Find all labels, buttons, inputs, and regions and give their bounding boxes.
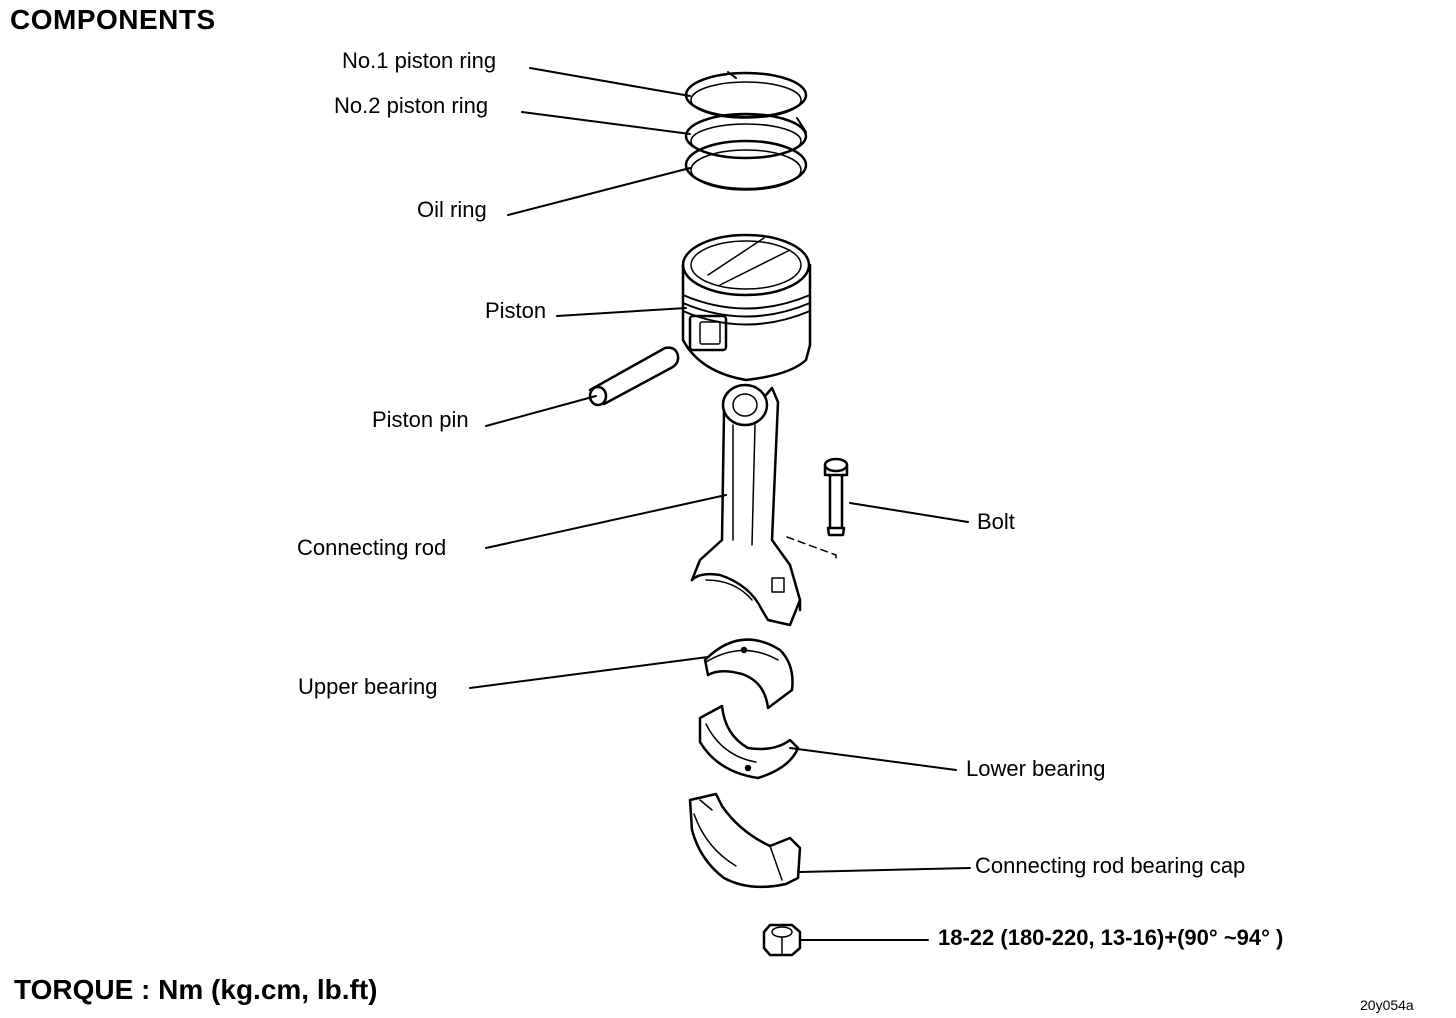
- no1-piston-ring-part: [684, 71, 808, 119]
- oil-ring-part: [684, 139, 808, 191]
- label-bearing-cap: Connecting rod bearing cap: [975, 853, 1246, 878]
- label-connecting-rod: Connecting rod: [297, 535, 447, 560]
- figure-code: 20y054a: [1360, 997, 1414, 1013]
- upper-bearing-part: [703, 638, 794, 710]
- torque-value: 18-22 (180-220, 13-16)+(90° ~94° ): [938, 925, 1284, 950]
- bolt-part: [786, 457, 849, 563]
- lower-bearing-part: [698, 704, 800, 780]
- label-oil-ring: Oil ring: [417, 197, 487, 222]
- torque-unit-legend: TORQUE : Nm (kg.cm, lb.ft): [14, 974, 378, 1005]
- label-no2-piston-ring: No.2 piston ring: [334, 93, 489, 118]
- connecting-rod-part: [690, 383, 802, 627]
- leader-lines: [469, 67, 971, 941]
- label-upper-bearing: Upper bearing: [298, 674, 438, 699]
- bearing-cap-part: [688, 792, 802, 889]
- label-piston: Piston: [485, 298, 547, 323]
- label-lower-bearing: Lower bearing: [966, 756, 1106, 781]
- label-bolt: Bolt: [977, 509, 1015, 534]
- piston-part: [681, 233, 812, 382]
- label-piston-pin: Piston pin: [372, 407, 469, 432]
- piston-pin-part: [588, 346, 680, 407]
- page-title: COMPONENTS: [10, 4, 216, 35]
- label-no1-piston-ring: No.1 piston ring: [342, 48, 497, 73]
- no2-piston-ring-part: [684, 112, 808, 160]
- nut-part: [762, 923, 802, 957]
